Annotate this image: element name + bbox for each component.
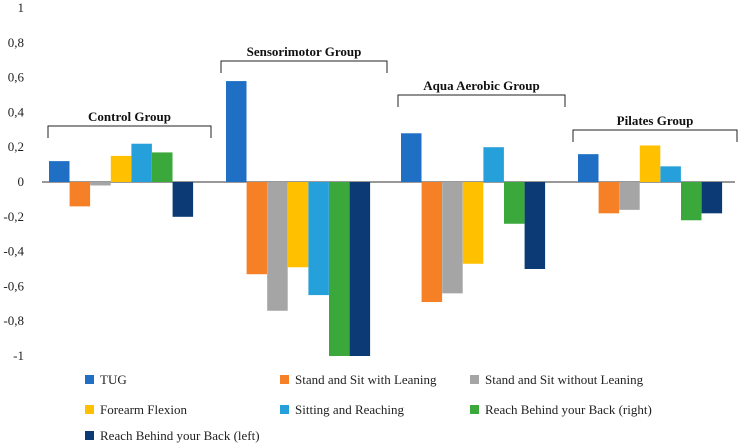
legend-item: Stand and Sit without Leaning: [470, 372, 643, 388]
legend-swatch: [470, 375, 479, 384]
y-tick-label: -1: [13, 348, 24, 363]
bar: [504, 182, 525, 224]
y-tick-label: 0: [18, 174, 25, 189]
bar: [226, 81, 247, 182]
legend-label: Sitting and Reaching: [295, 402, 405, 417]
bar: [246, 182, 268, 275]
y-axis: 1 0,8 0,6 0,4 0,2 0 -0,2 -0,4 -0,6 -0,8 -1: [3, 0, 24, 363]
legend-item: Stand and Sit with Leaning: [280, 372, 437, 388]
group-bracket: [572, 129, 738, 142]
legend-label: TUG: [100, 372, 127, 387]
bar: [110, 155, 132, 182]
bar: [619, 182, 640, 210]
group-label: Aqua Aerobic Group: [423, 78, 540, 93]
legend-label: Reach Behind your Back (left): [100, 428, 260, 443]
group-bracket: [397, 94, 566, 107]
bar: [172, 182, 194, 217]
bar: [524, 182, 546, 269]
legend-label: Stand and Sit without Leaning: [485, 372, 644, 387]
bar: [639, 145, 661, 182]
bar: [401, 133, 422, 182]
legend-item: Reach Behind your Back (right): [470, 402, 652, 418]
legend-item: Forearm Flexion: [85, 402, 187, 418]
legend-label: Stand and Sit with Leaning: [295, 372, 437, 387]
bar: [442, 182, 463, 294]
legend-swatch: [470, 405, 479, 414]
y-tick-label: 0,4: [8, 104, 25, 119]
y-tick-label: 1: [18, 0, 25, 15]
bar: [90, 182, 111, 186]
bar: [329, 182, 350, 356]
bar: [131, 143, 152, 182]
y-tick-label: 0,2: [8, 139, 24, 154]
y-tick-label: -0,6: [3, 278, 24, 293]
legend-item: Reach Behind your Back (left): [85, 428, 260, 444]
group-label: Sensorimotor Group: [247, 44, 362, 59]
bar: [308, 182, 329, 296]
bar: [681, 182, 702, 221]
group-bracket: [220, 60, 388, 73]
bar: [421, 182, 443, 303]
legend-item: Sitting and Reaching: [280, 402, 404, 418]
bar: [598, 182, 620, 214]
legend-swatch: [280, 375, 289, 384]
bar: [287, 182, 309, 268]
legend-swatch: [85, 431, 94, 440]
y-tick-label: -0,4: [3, 244, 24, 259]
bar: [578, 154, 599, 182]
legend-swatch: [85, 375, 94, 384]
group-label: Control Group: [88, 109, 171, 124]
legend-swatch: [85, 405, 94, 414]
bar: [267, 182, 288, 311]
group-bracket: [47, 125, 212, 138]
legend-label: Forearm Flexion: [100, 402, 188, 417]
chart-canvas: 1 0,8 0,6 0,4 0,2 0 -0,2 -0,4 -0,6 -0,8 -1 Control…: [3, 0, 738, 363]
bar: [69, 182, 91, 207]
bar: [462, 182, 484, 264]
legend-swatch: [280, 405, 289, 414]
y-tick-label: 0,6: [8, 70, 25, 85]
y-tick-label: -0,8: [3, 313, 24, 328]
legend-item: TUG: [85, 372, 127, 388]
bar: [349, 182, 371, 356]
y-tick-label: 0,8: [8, 35, 24, 50]
bar: [483, 147, 504, 182]
y-tick-label: -0,2: [3, 209, 24, 224]
bar: [701, 182, 723, 214]
bar: [152, 152, 173, 182]
legend-label: Reach Behind your Back (right): [485, 402, 652, 417]
bars: [49, 81, 723, 356]
bar: [660, 166, 681, 182]
bar: [49, 161, 70, 182]
group-label: Pilates Group: [617, 113, 694, 128]
